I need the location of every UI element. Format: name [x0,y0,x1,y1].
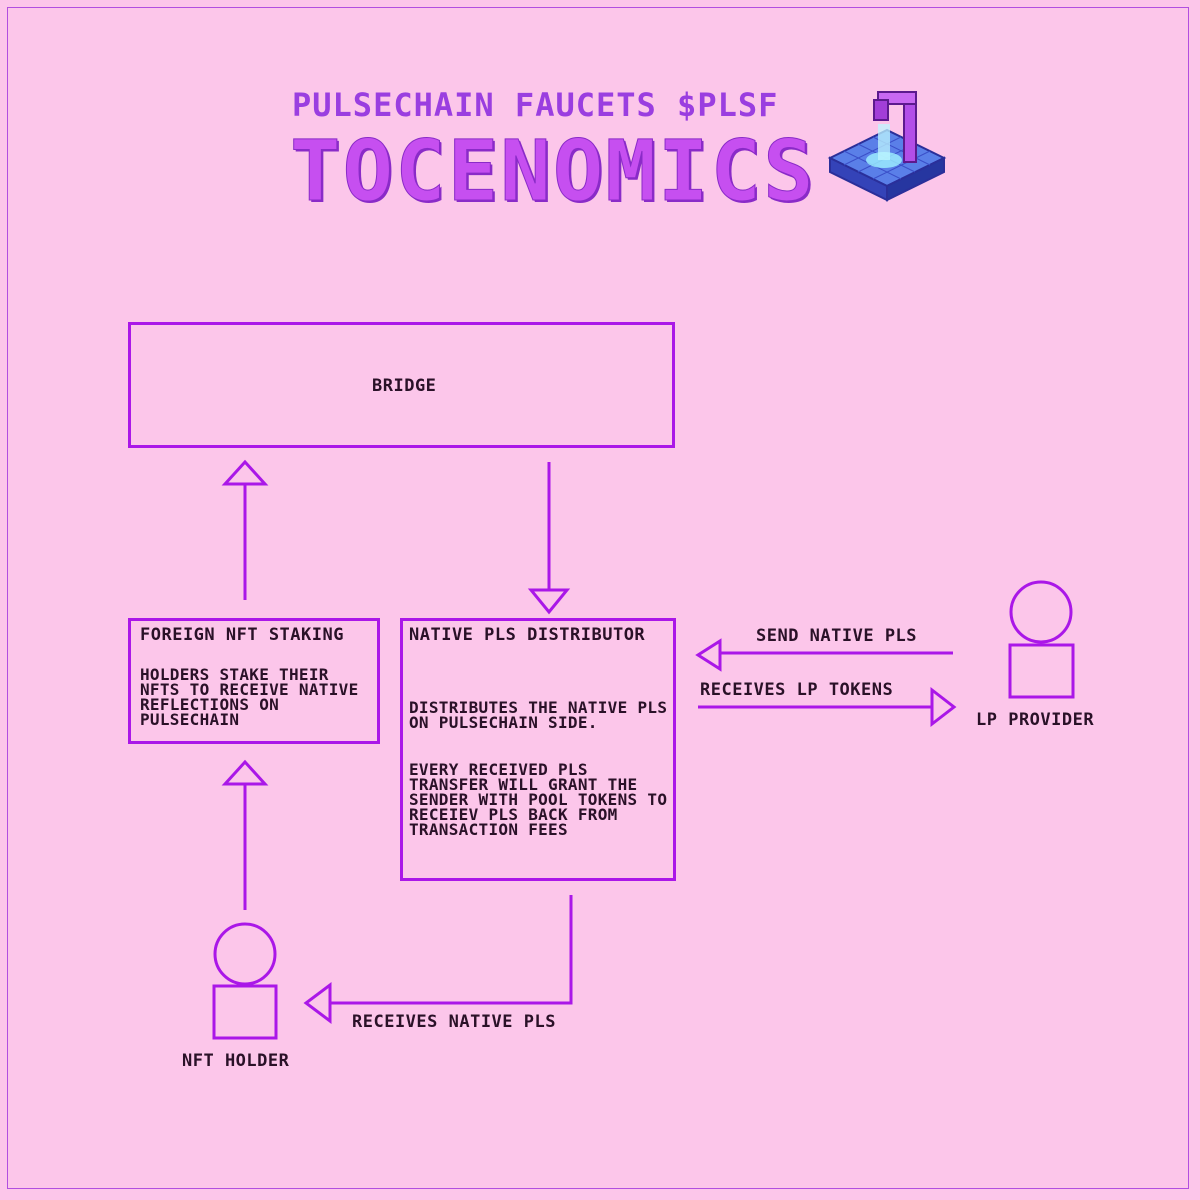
distributor-title: NATIVE PLS DISTRIBUTOR [409,625,646,645]
receives-native-label: RECEIVES NATIVE PLS [352,1012,556,1032]
distributor-description-1: DISTRIBUTES THE NATIVE PLS ON PULSECHAIN… [409,698,668,732]
bridge-to-distributor-arrowhead [527,588,571,615]
holder-to-staking-arrowhead [221,759,269,786]
send-native-label: SEND NATIVE PLS [756,626,918,646]
page-subtitle: PULSECHAIN FAUCETS $PLSF [292,86,779,124]
receives-native-line [330,895,573,1005]
staking-description: HOLDERS STAKE THEIR NFTS TO RECEIVE NATI… [140,665,359,729]
staking-box [128,618,380,744]
distributor-description-2: EVERY RECEIVED PLS TRANSFER WILL GRANT T… [409,760,668,839]
receives-native-arrowhead [303,982,332,1024]
nft-holder-person-icon [212,922,278,1040]
send-native-arrowhead [695,638,722,672]
bridge-box [128,322,675,448]
distributor-box [400,618,676,881]
page-title: TOCENOMICS [290,122,816,221]
faucet-icon [827,91,947,202]
receives-lp-arrowhead [930,686,957,728]
receives-lp-label: RECEIVES LP TOKENS [700,680,894,700]
bridge-label: BRIDGE [372,376,437,396]
nft-holder-label: NFT HOLDER [182,1051,290,1071]
staking-to-bridge-arrowhead [221,459,269,486]
lp-provider-label: LP PROVIDER [976,710,1095,730]
page-frame [7,7,1189,1189]
staking-title: FOREIGN NFT STAKING [140,625,344,645]
lp-provider-person-icon [1008,580,1075,699]
